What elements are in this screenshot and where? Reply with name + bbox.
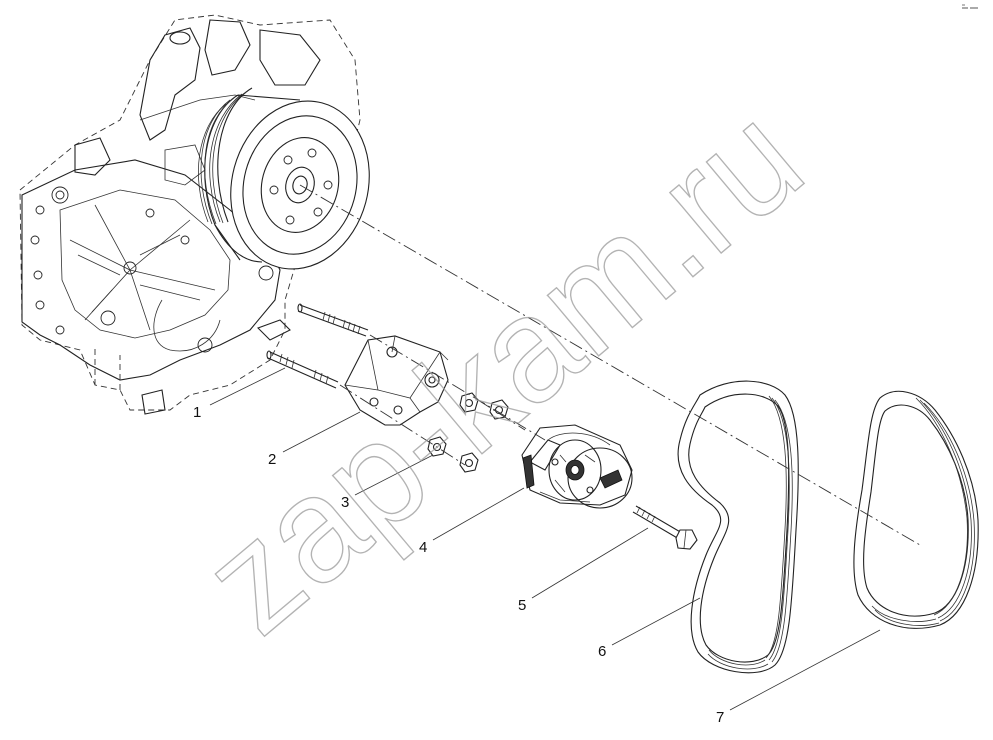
callout-1: 1	[193, 404, 201, 421]
nut	[459, 392, 479, 413]
nut	[459, 452, 479, 473]
engine-front-cover	[19, 14, 361, 415]
callout-labels: 1 2 3 4 5 6 7	[193, 404, 724, 726]
callout-4: 4	[419, 539, 427, 556]
callout-6: 6	[598, 643, 606, 660]
leader-lines	[209, 367, 881, 711]
corner-mark-icon	[962, 4, 978, 9]
drive-belt-6	[677, 380, 799, 674]
tensioner-bracket	[344, 335, 449, 426]
callout-7: 7	[716, 709, 724, 726]
callout-5: 5	[518, 597, 526, 614]
callout-2: 2	[268, 451, 276, 468]
drive-belt-7	[853, 390, 979, 629]
nut	[427, 436, 447, 457]
callout-3: 3	[341, 494, 349, 511]
tensioner-bolt	[632, 505, 698, 550]
stud-upper	[297, 303, 369, 337]
belt-tensioner	[521, 424, 633, 509]
center-lines	[299, 184, 921, 546]
stud-lower	[266, 350, 339, 389]
